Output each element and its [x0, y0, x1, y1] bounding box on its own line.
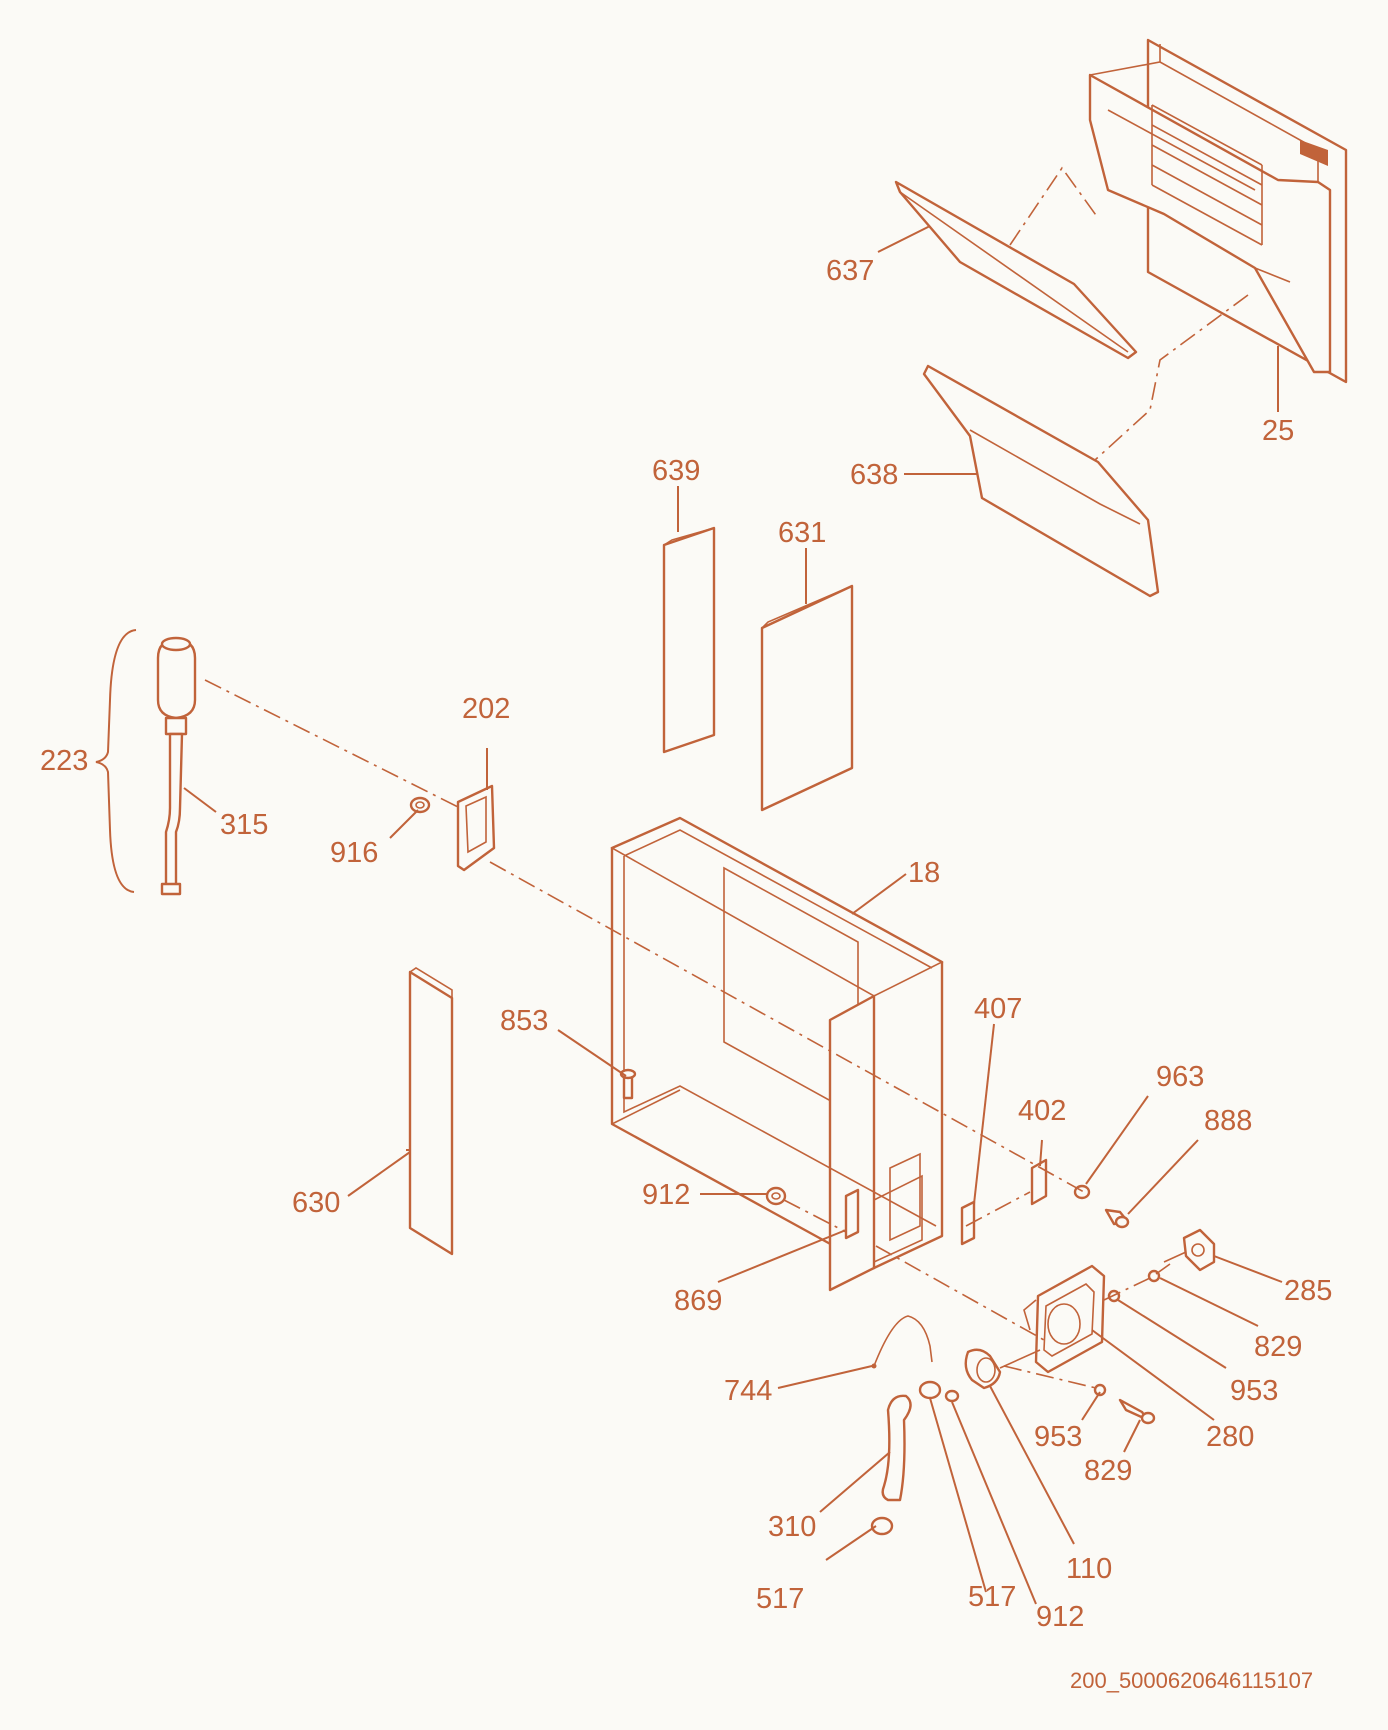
label-25: 25 [1262, 415, 1294, 447]
part-631-panel [760, 584, 854, 812]
part-25-outlet-housing [1088, 38, 1348, 384]
brace-223 [95, 629, 137, 893]
label-315: 315 [220, 809, 268, 841]
label-631: 631 [778, 517, 826, 549]
part-285-knob [1163, 1228, 1216, 1272]
label-517-left: 517 [756, 1583, 804, 1615]
label-912-middle: 912 [642, 1179, 690, 1211]
part-888-bolt [1104, 1208, 1130, 1229]
part-912-nut [765, 1186, 787, 1206]
part-407-bracket [960, 1200, 976, 1246]
label-853: 853 [500, 1005, 548, 1037]
drawing-code: 200_5000620646115107 [1070, 1668, 1313, 1693]
label-407: 407 [974, 993, 1022, 1025]
label-829-lower: 829 [1084, 1455, 1132, 1487]
part-630-panel [408, 967, 454, 1256]
label-869: 869 [674, 1285, 722, 1317]
label-637: 637 [826, 255, 874, 287]
label-963: 963 [1156, 1061, 1204, 1093]
part-829-screw-lower [1118, 1398, 1156, 1425]
part-916-bushing [409, 796, 431, 814]
part-638-plate [922, 364, 1160, 598]
part-744-wire [873, 1315, 933, 1367]
label-953-upper: 953 [1230, 1375, 1278, 1407]
part-517-ring [918, 1380, 942, 1400]
label-888: 888 [1204, 1105, 1252, 1137]
part-953-washer-lower [1093, 1383, 1107, 1397]
label-202: 202 [462, 693, 510, 725]
assembly-lines [204, 679, 1171, 1389]
part-639-panel [662, 526, 716, 754]
label-402: 402 [1018, 1095, 1066, 1127]
label-630: 630 [292, 1187, 340, 1219]
part-labels: 25 637 638 639 631 202 223 315 916 18 85… [40, 255, 1332, 1633]
label-638: 638 [850, 459, 898, 491]
label-310: 310 [768, 1511, 816, 1543]
label-639: 639 [652, 455, 700, 487]
label-110: 110 [1066, 1553, 1112, 1585]
label-829-upper: 829 [1254, 1331, 1302, 1363]
label-280: 280 [1206, 1421, 1254, 1453]
part-18-main-frame [610, 816, 944, 1292]
label-912-lower: 912 [1036, 1601, 1084, 1633]
label-744: 744 [724, 1375, 772, 1407]
part-637-plate [894, 180, 1138, 360]
part-223-motor-assembly [156, 636, 197, 896]
leader-lines [183, 225, 1283, 1605]
part-310-hose [881, 1394, 912, 1502]
part-912-nut-lower [944, 1389, 960, 1403]
label-517-right: 517 [968, 1581, 1016, 1613]
part-280-flange [1023, 1264, 1106, 1374]
label-916: 916 [330, 837, 378, 869]
label-953-lower: 953 [1034, 1421, 1082, 1453]
part-517-ring-lower [870, 1516, 894, 1536]
label-223: 223 [40, 745, 88, 777]
part-202-gasket [456, 784, 496, 872]
part-402-bracket [1030, 1158, 1048, 1206]
label-18: 18 [908, 857, 940, 889]
label-285: 285 [1284, 1275, 1332, 1307]
part-110-fitting [964, 1348, 1041, 1390]
